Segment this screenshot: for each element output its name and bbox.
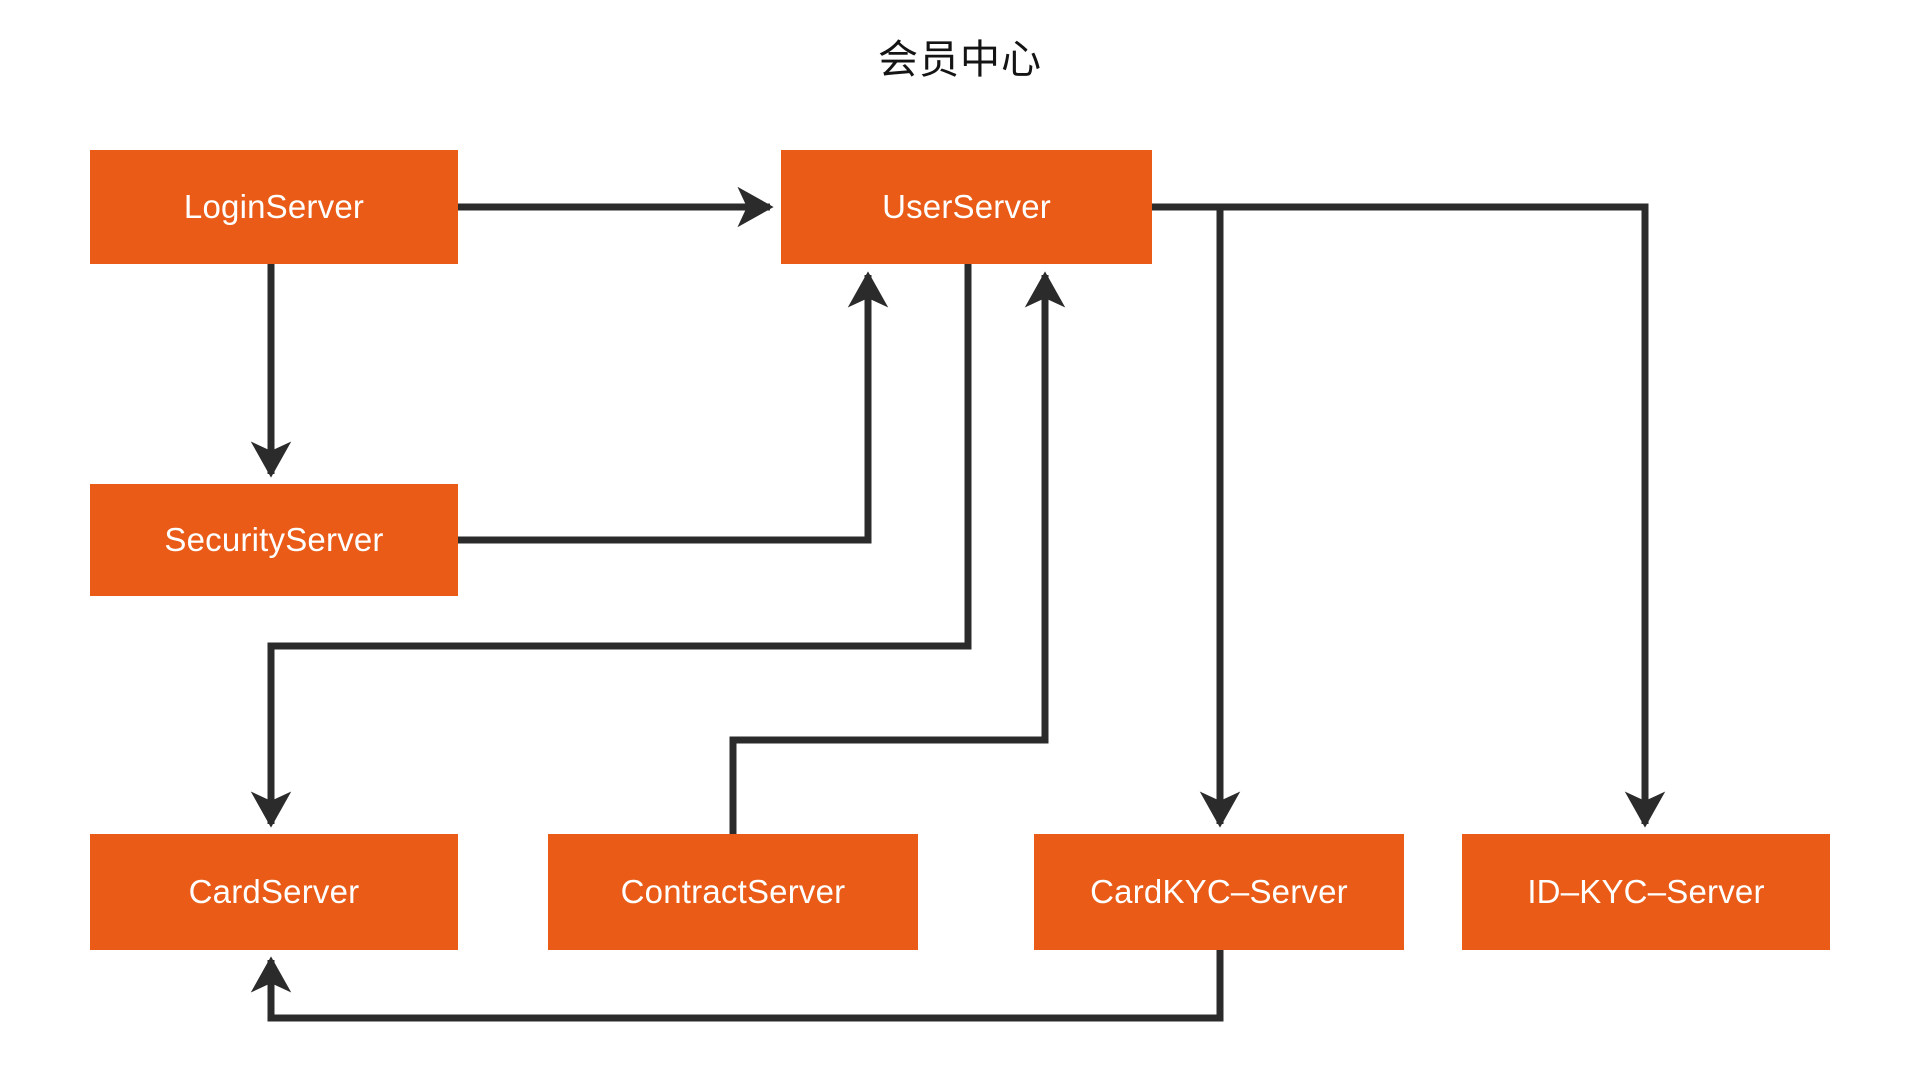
node-card-server[interactable]: CardServer: [90, 834, 458, 950]
edge-user-to-cardkyc: [1152, 203, 1241, 828]
node-label: CardServer: [188, 872, 360, 910]
node-login-server[interactable]: LoginServer: [90, 150, 458, 264]
edge-contract-to-user: [729, 271, 1066, 834]
node-label: ID–KYC–Server: [1527, 872, 1765, 910]
node-contract-server[interactable]: ContractServer: [548, 834, 918, 950]
edge-group: [250, 186, 1666, 1022]
node-label: UserServer: [882, 187, 1051, 225]
node-label: CardKYC–Server: [1090, 872, 1348, 910]
edge-cardkyc-to-card: [250, 950, 1224, 1022]
node-cardkyc-server[interactable]: CardKYC–Server: [1034, 834, 1404, 950]
edge-user-to-idkyc: [1220, 203, 1666, 828]
node-security-server[interactable]: SecurityServer: [90, 484, 458, 596]
node-label: LoginServer: [183, 187, 365, 225]
node-label: SecurityServer: [164, 520, 384, 558]
node-label: ContractServer: [620, 872, 846, 910]
page-title: 会员中心: [878, 38, 1042, 82]
edge-security-to-user: [458, 271, 889, 544]
node-id-kyc-server[interactable]: ID–KYC–Server: [1462, 834, 1830, 950]
node-user-server[interactable]: UserServer: [781, 150, 1152, 264]
